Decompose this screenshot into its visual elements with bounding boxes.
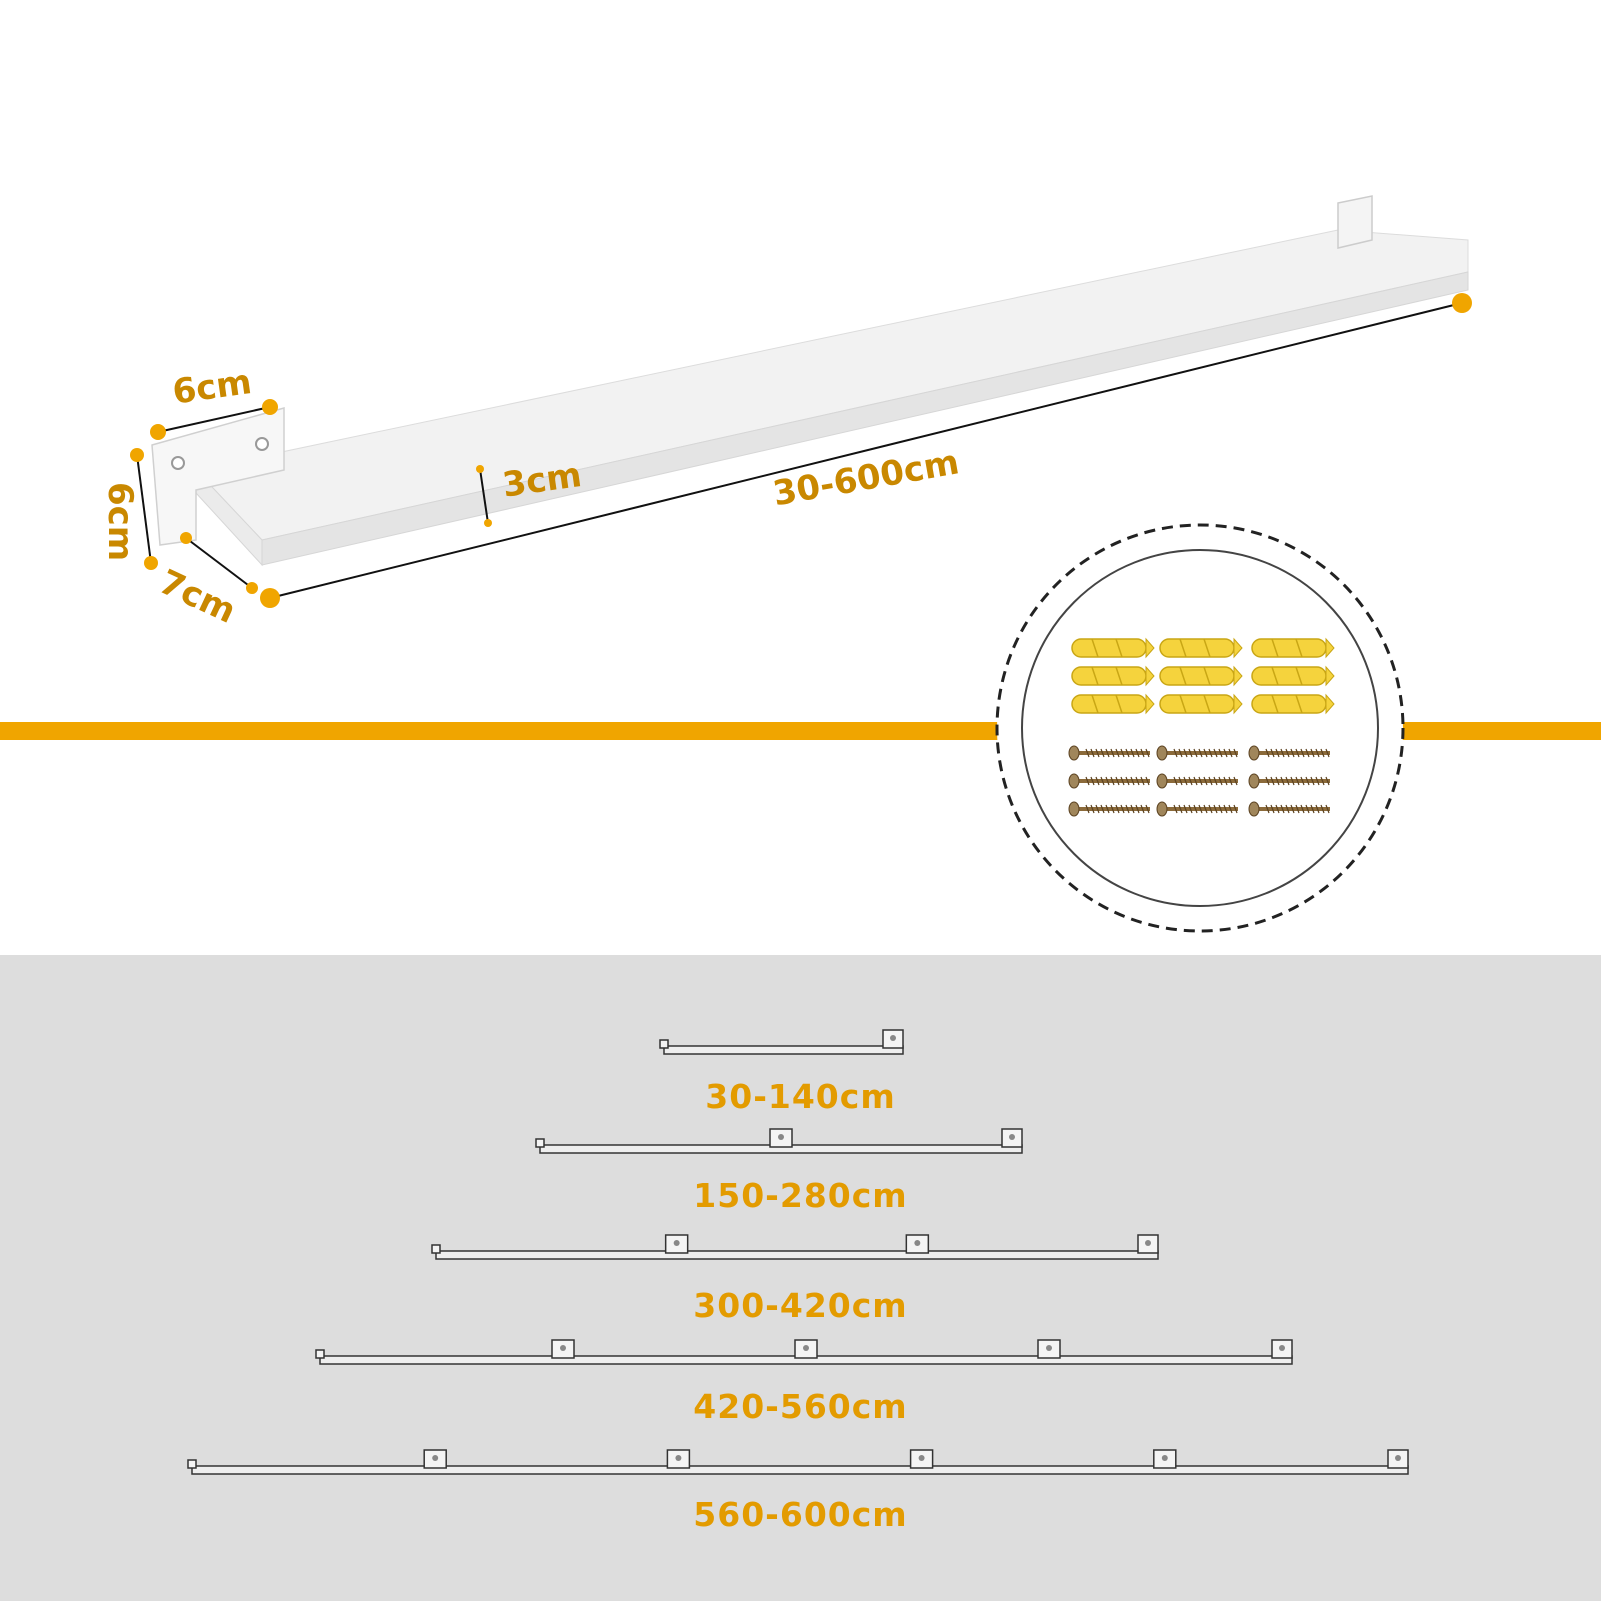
size-option-bar — [315, 1339, 1293, 1365]
screw-icon — [1248, 801, 1330, 817]
wall-anchor-icon — [1071, 693, 1155, 715]
screw-hole-icon — [255, 437, 269, 451]
size-option-label-4: 420-560cm — [693, 1387, 908, 1426]
bracket-icon — [535, 1138, 545, 1148]
right-mounting-plate — [1337, 195, 1373, 249]
size-options-panel — [0, 955, 1601, 1601]
dimension-lines — [130, 293, 1472, 608]
screw-icon — [1248, 745, 1330, 761]
bracket-icon — [659, 1039, 669, 1049]
screw-icon — [1068, 745, 1150, 761]
screw-icon — [1156, 745, 1238, 761]
screw-icon — [1068, 801, 1150, 817]
wall-anchor-icon — [1251, 637, 1335, 659]
screw-icon — [1156, 773, 1238, 789]
bracket-icon — [315, 1349, 325, 1359]
size-option-label-5: 560-600cm — [693, 1495, 908, 1534]
product-diagram — [130, 195, 1472, 933]
wall-shelf-bar — [151, 195, 1469, 567]
wall-anchor-icon — [1251, 665, 1335, 687]
wall-anchor-icon — [1071, 637, 1155, 659]
screw-hole-icon — [171, 456, 185, 470]
hardware-items — [1068, 637, 1335, 817]
size-option-bar — [535, 1128, 1023, 1154]
bracket-icon — [187, 1459, 197, 1469]
left-mounting-plate — [151, 407, 285, 546]
wall-anchor-icon — [1159, 637, 1243, 659]
size-option-label-2: 150-280cm — [693, 1176, 908, 1215]
bracket-icon — [431, 1244, 441, 1254]
size-option-label-3: 300-420cm — [693, 1286, 908, 1325]
wall-anchor-icon — [1159, 665, 1243, 687]
screw-icon — [1068, 773, 1150, 789]
screw-icon — [1156, 801, 1238, 817]
wall-anchor-icon — [1251, 693, 1335, 715]
size-option-bar — [431, 1234, 1159, 1260]
wall-anchor-icon — [1071, 665, 1155, 687]
size-option-bar — [187, 1449, 1409, 1475]
wall-anchor-icon — [1159, 693, 1243, 715]
size-option-bar — [659, 1029, 904, 1055]
screw-icon — [1248, 773, 1330, 789]
size-option-label-1: 30-140cm — [705, 1077, 896, 1116]
